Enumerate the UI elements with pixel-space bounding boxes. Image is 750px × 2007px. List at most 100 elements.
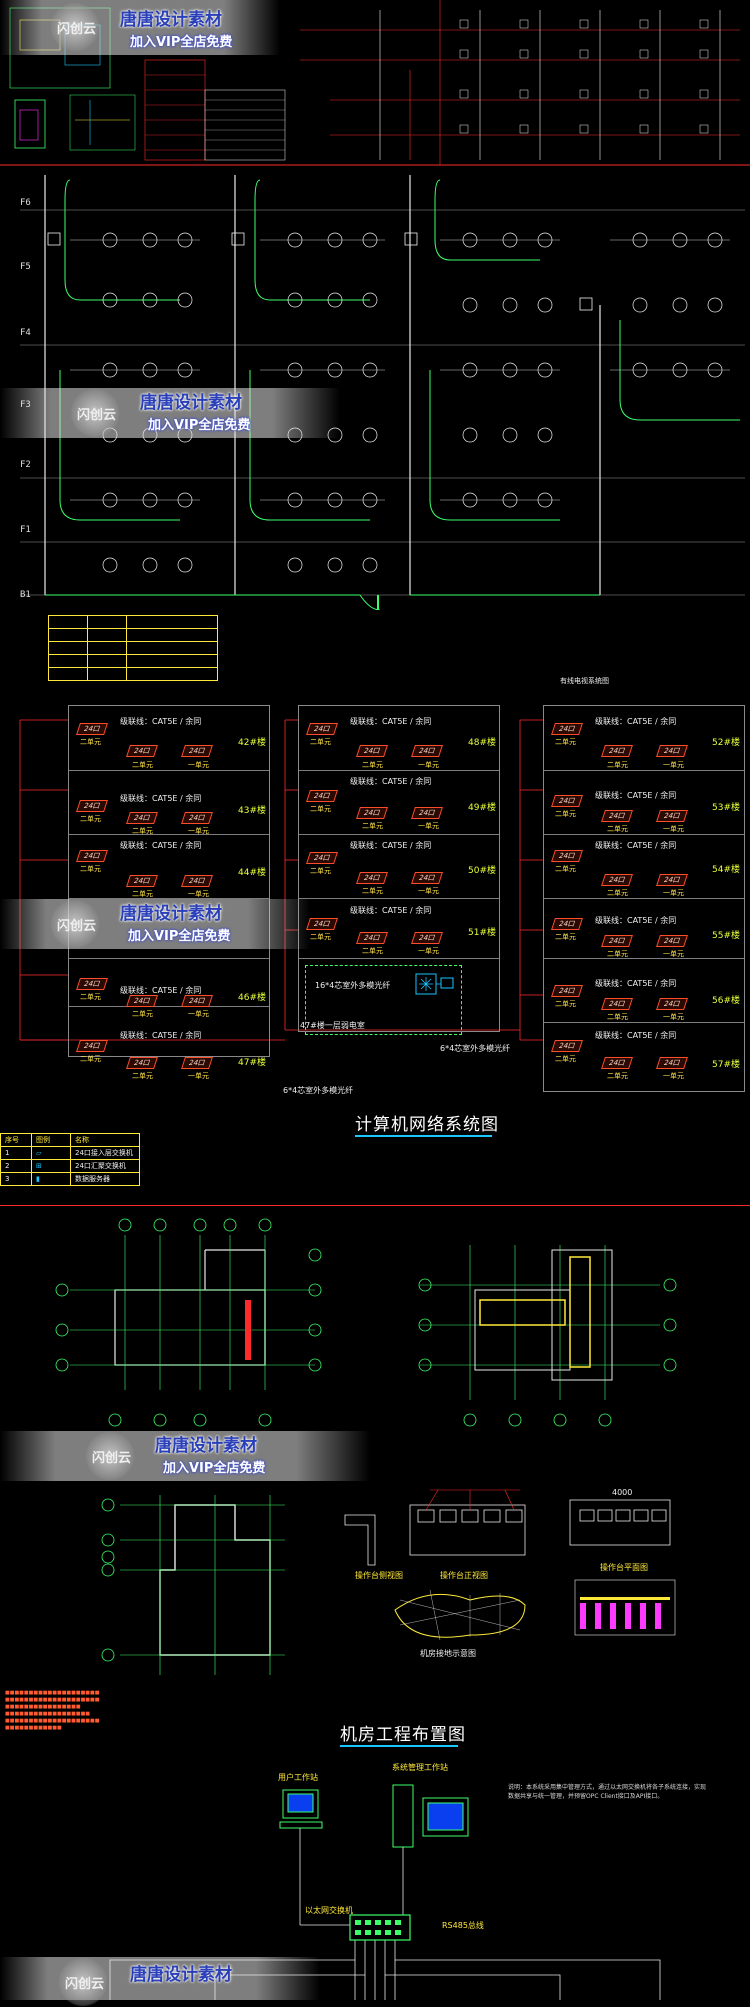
- design-notes-red: ■■■■■■■■■■■■■■■■■■■■■■■■■■■■■■■■■■■■■■■■…: [5, 1690, 100, 1731]
- unit-label: 二单元: [555, 933, 576, 941]
- core-switch-icon: [415, 973, 454, 995]
- access-switch-icon: ▱: [31, 1146, 71, 1160]
- switch-port-box: 24口: [181, 745, 213, 757]
- riser-diagram: [20, 175, 745, 610]
- equipment-legend: 序号 图例 名称 1 ▱ 24口接入层交换机 2 ⊞ 24口汇聚交换机 3 ▮ …: [0, 1133, 140, 1186]
- system-notes: 说明：本系统采用集中管理方式，通过以太网交换机将各子系统连接，实现数据共享与统一…: [508, 1784, 707, 1800]
- unit-label: 二单元: [80, 993, 101, 1001]
- top-drawing-strip: [0, 0, 750, 166]
- switch-port-box: 24口: [656, 745, 688, 757]
- unit-label: 二单元: [555, 738, 576, 746]
- building-number: 55#楼: [712, 931, 740, 941]
- console-side-label: 操作台侧视图: [355, 1571, 403, 1580]
- unit-label: 一单元: [418, 822, 439, 830]
- unit-label: 二单元: [362, 947, 383, 955]
- switch-port-box: 24口: [601, 745, 633, 757]
- switch-port-box: 24口: [306, 790, 338, 802]
- building-number: 51#楼: [468, 928, 496, 938]
- cable-label: 级联线：CAT5E / 余同: [120, 1031, 202, 1040]
- ethernet-switch-label: 以太网交换机: [305, 1906, 353, 1915]
- user-workstation-label: 用户工作站: [278, 1773, 318, 1782]
- switch-port-box: 24口: [356, 745, 388, 757]
- building-number: 52#楼: [712, 738, 740, 748]
- switch-port-box: 24口: [656, 1057, 688, 1069]
- unit-label: 二单元: [607, 825, 628, 833]
- unit-label: 一单元: [188, 761, 209, 769]
- unit-label: 二单元: [607, 889, 628, 897]
- fiber-label-2: 6*4芯室外多模光纤: [283, 1086, 354, 1095]
- switch-port-box: 24口: [181, 995, 213, 1007]
- unit-label: 一单元: [663, 825, 684, 833]
- riser-legend-table: [48, 615, 218, 681]
- unit-label: 二单元: [555, 865, 576, 873]
- console-front-label: 操作台正视图: [440, 1571, 488, 1580]
- unit-label: 一单元: [188, 827, 209, 835]
- cable-label: 级联线：CAT5E / 余同: [350, 906, 432, 915]
- switch-port-box: 24口: [601, 935, 633, 947]
- switch-panel-middle: [298, 705, 500, 1032]
- unit-label: 二单元: [132, 890, 153, 898]
- cable-label: 级联线：CAT5E / 余同: [350, 777, 432, 786]
- cable-label: 级联线：CAT5E / 余同: [595, 841, 677, 850]
- floor-label-b1: B1: [20, 590, 31, 600]
- switch-port-box: 24口: [601, 998, 633, 1010]
- floor-label-f2: F2: [20, 460, 31, 470]
- building-number: 47#楼: [238, 1058, 266, 1068]
- floor-label-f6: F6: [20, 198, 31, 208]
- system-workstation-label: 系统管理工作站: [392, 1763, 448, 1772]
- ground-mesh-label: 机房接地示意图: [420, 1649, 476, 1658]
- switch-port-box: 24口: [181, 812, 213, 824]
- legend-name: 24口汇聚交换机: [70, 1159, 140, 1173]
- legend-header-num: 序号: [0, 1133, 32, 1147]
- switch-port-box: 24口: [411, 872, 443, 884]
- floor-label-f5: F5: [20, 262, 31, 272]
- unit-label: 二单元: [555, 810, 576, 818]
- switch-port-box: 24口: [551, 918, 583, 930]
- switch-port-box: 24口: [76, 850, 108, 862]
- dim-4000: 4000: [612, 1488, 633, 1497]
- unit-label: 一单元: [418, 947, 439, 955]
- switch-port-box: 24口: [126, 995, 158, 1007]
- unit-label: 一单元: [188, 1010, 209, 1018]
- switch-port-box: 24口: [656, 998, 688, 1010]
- floor-label-f3: F3: [20, 400, 31, 410]
- unit-label: 二单元: [362, 822, 383, 830]
- unit-label: 二单元: [132, 1072, 153, 1080]
- title-underline: [355, 1135, 492, 1137]
- floor-label-f1: F1: [20, 525, 31, 535]
- legend-header-icon: 图例: [31, 1133, 71, 1147]
- rs485-bus-label: RS485总线: [442, 1921, 484, 1930]
- floor-label-f4: F4: [20, 328, 31, 338]
- building-number: 48#楼: [468, 738, 496, 748]
- switch-port-box: 24口: [356, 872, 388, 884]
- switch-port-box: 24口: [181, 1057, 213, 1069]
- switch-panel-right: [543, 705, 745, 1092]
- switch-port-box: 24口: [76, 800, 108, 812]
- switch-port-box: 24口: [551, 795, 583, 807]
- switch-port-box: 24口: [126, 1057, 158, 1069]
- building-number: 50#楼: [468, 866, 496, 876]
- switch-port-box: 24口: [656, 935, 688, 947]
- unit-label: 一单元: [663, 761, 684, 769]
- switch-port-box: 24口: [126, 745, 158, 757]
- cabinet-label: 47#楼一层弱电室: [300, 1021, 365, 1030]
- core-cabinet-box: [305, 965, 462, 1035]
- switch-port-box: 24口: [411, 745, 443, 757]
- switch-port-box: 24口: [306, 918, 338, 930]
- unit-label: 一单元: [663, 889, 684, 897]
- unit-label: 二单元: [607, 1013, 628, 1021]
- switch-port-box: 24口: [306, 852, 338, 864]
- cable-label: 级联线：CAT5E / 余同: [595, 979, 677, 988]
- cable-label: 级联线：CAT5E / 余同: [595, 791, 677, 800]
- legend-num: 2: [0, 1159, 32, 1173]
- unit-label: 二单元: [132, 761, 153, 769]
- fiber-label: 6*4芯室外多模光纤: [440, 1044, 511, 1053]
- building-number: 53#楼: [712, 803, 740, 813]
- switch-port-box: 24口: [126, 812, 158, 824]
- switch-port-box: 24口: [181, 875, 213, 887]
- network-diagram-title: 计算机网络系统图: [355, 1115, 499, 1135]
- unit-label: 二单元: [362, 761, 383, 769]
- unit-label: 二单元: [555, 1000, 576, 1008]
- right-panel-header: 有线电视系统图: [560, 677, 609, 685]
- aggregation-switch-icon: ⊞: [31, 1159, 71, 1173]
